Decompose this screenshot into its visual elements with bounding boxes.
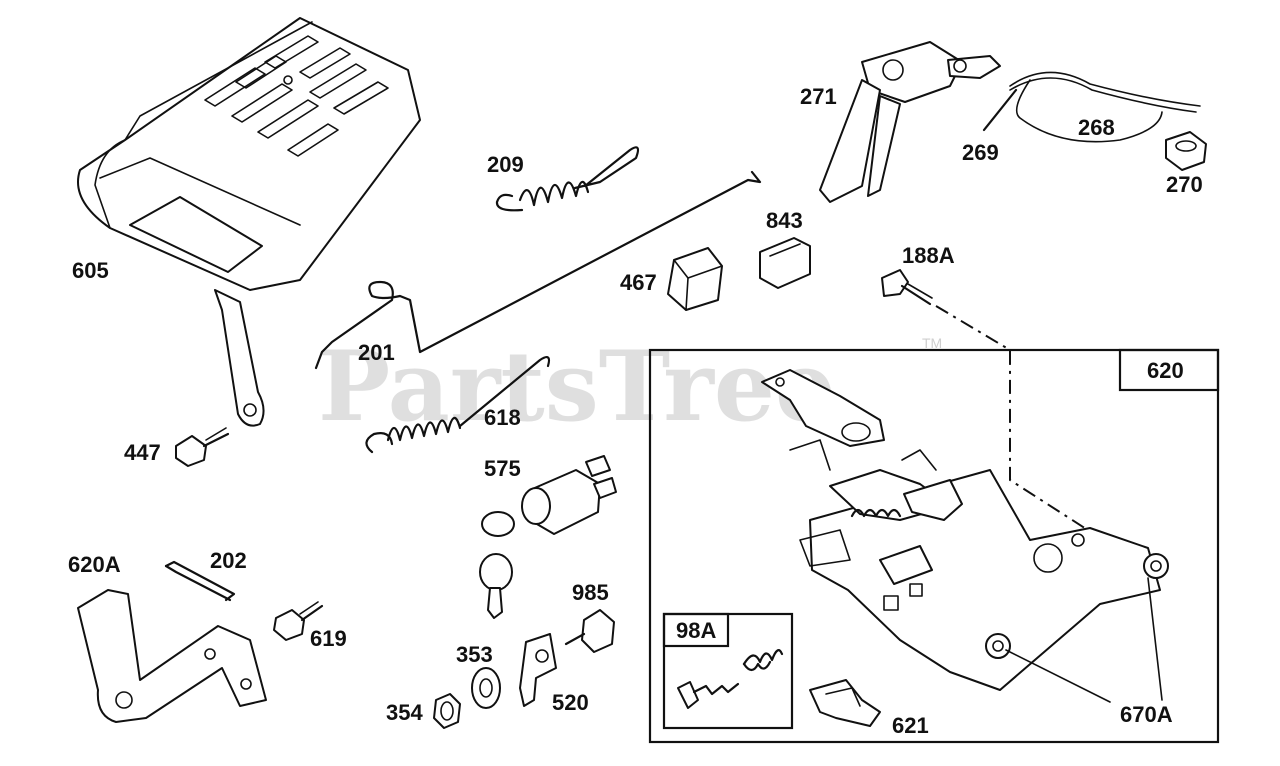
label-575: 575 — [484, 456, 521, 481]
part-843-bushing — [759, 237, 811, 289]
part-354-nut — [433, 693, 461, 729]
label-620A: 620A — [68, 552, 121, 577]
label-270: 270 — [1166, 172, 1203, 197]
label-605: 605 — [72, 258, 109, 283]
part-621-clip — [809, 679, 881, 727]
label-670A: 670A — [1120, 702, 1173, 727]
part-620-governor-control-assembly — [761, 369, 1169, 691]
part-619-screw — [273, 601, 324, 641]
part-353-lock-washer — [471, 667, 501, 709]
label-269: 269 — [962, 140, 999, 165]
part-270-nut — [1165, 131, 1207, 171]
leader-670A-upper — [1147, 577, 1163, 701]
part-447-screw — [175, 427, 230, 467]
label-618: 618 — [484, 405, 521, 430]
part-188A-screw — [881, 269, 933, 306]
part-520-bracket — [519, 633, 557, 707]
label-621: 621 — [892, 713, 929, 738]
part-202-clip — [164, 560, 236, 602]
watermark-trademark: TM — [922, 335, 942, 351]
label-98A: 98A — [676, 618, 716, 643]
assembly-620-box — [648, 348, 1220, 744]
label-271: 271 — [800, 84, 837, 109]
part-618-spring — [365, 356, 551, 454]
label-188A: 188A — [902, 243, 955, 268]
label-619: 619 — [310, 626, 347, 651]
label-620: 620 — [1147, 358, 1184, 383]
part-268-cable — [982, 71, 1201, 143]
part-467-block — [667, 247, 723, 311]
part-98A-screw-and-spring — [677, 649, 784, 709]
leader-670A-lower — [1005, 649, 1111, 703]
label-268: 268 — [1078, 115, 1115, 140]
label-201: 201 — [358, 340, 395, 365]
label-985: 985 — [572, 580, 609, 605]
part-985-switch — [564, 609, 615, 653]
part-209-spring — [495, 146, 640, 212]
leader-188A-to-620 — [935, 305, 1151, 571]
label-354: 354 — [386, 700, 423, 725]
label-843: 843 — [766, 208, 803, 233]
label-467: 467 — [620, 270, 657, 295]
part-271-throttle-lever — [819, 41, 1001, 203]
part-201-link-rod — [314, 170, 762, 370]
label-520: 520 — [552, 690, 589, 715]
part-620A-bracket — [77, 589, 267, 723]
label-209: 209 — [487, 152, 524, 177]
part-575-key-switch — [479, 455, 617, 619]
label-447: 447 — [124, 440, 161, 465]
label-620-box — [1118, 348, 1220, 392]
label-98A-box — [662, 612, 730, 648]
label-353: 353 — [456, 642, 493, 667]
part-605-panel-cover — [77, 17, 421, 427]
watermark-text: PartsTree — [318, 330, 836, 443]
label-202: 202 — [210, 548, 247, 573]
